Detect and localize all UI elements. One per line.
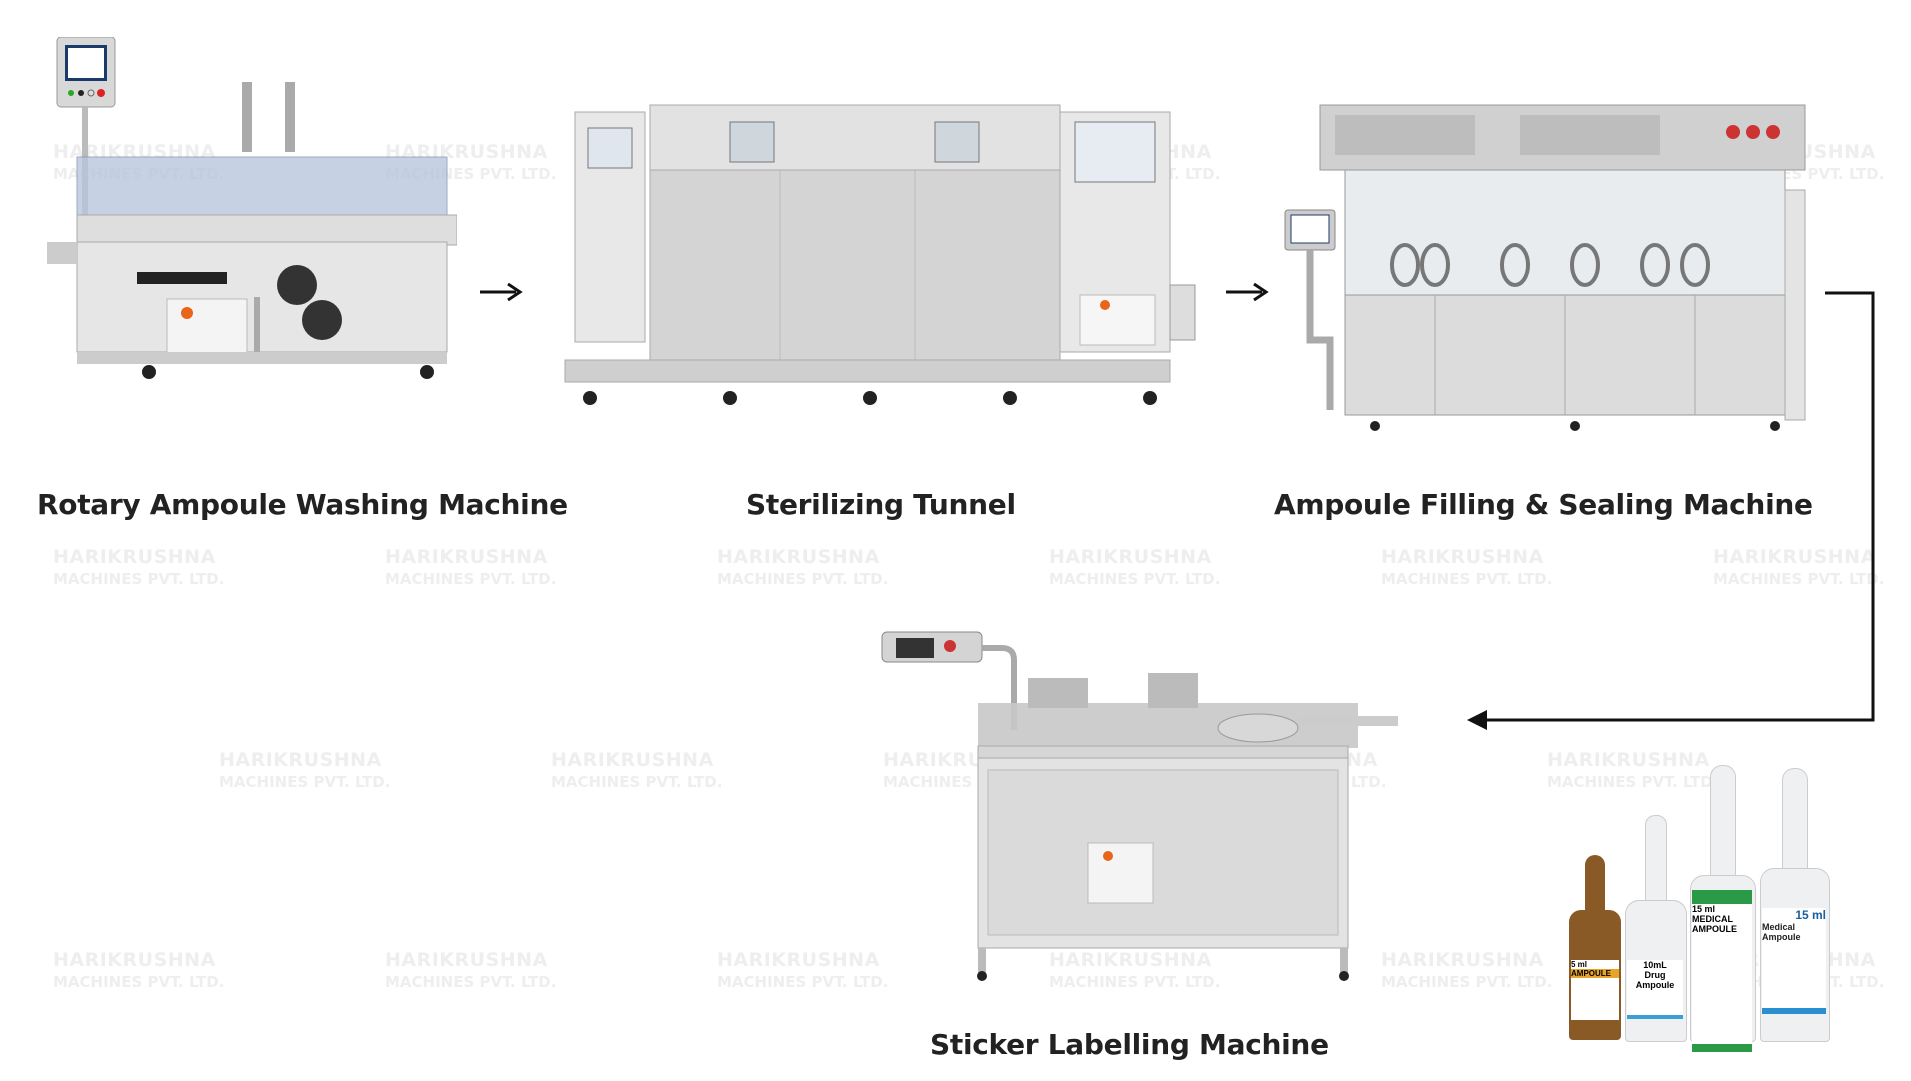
sticker-labelling-machine-image	[881, 631, 1398, 981]
watermark-line2: MACHINES PVT. LTD.	[53, 569, 225, 588]
watermark-line1: HARIKRUSHNA	[717, 949, 880, 971]
watermark-line2: MACHINES PVT. LTD.	[551, 772, 723, 791]
ampoule-volume: 15 ml	[1692, 904, 1716, 914]
watermark-line1: HARIKRUSHNA	[385, 546, 548, 568]
flow-connector-arrow	[1467, 291, 1875, 730]
watermark-line2: MACHINES PVT. LTD.	[717, 972, 889, 991]
ampoule-5ml: 5 ml AMPOULE	[1569, 855, 1621, 1040]
sterilizing-tunnel-image	[564, 104, 1196, 405]
ampoule-name: Drug Ampoule	[1635, 970, 1675, 990]
ampoule-name: Medical Ampoule	[1762, 922, 1801, 942]
watermark-line2: MACHINES PVT. LTD.	[717, 569, 889, 588]
ampoule-15ml-green: 15 ml MEDICAL AMPOULE	[1690, 765, 1756, 1052]
watermark-line1: HARIKRUSHNA	[53, 546, 216, 568]
ampoule-volume: 5 ml	[1571, 960, 1588, 969]
flow-arrow-1	[480, 282, 523, 302]
step-label-washing: Rotary Ampoule Washing Machine	[37, 488, 568, 521]
ampoule-10ml: 10mL Drug Ampoule	[1625, 815, 1687, 1042]
ampoules-group: 5 ml AMPOULE 10mL Drug Ampoule 15 ml MED…	[1565, 765, 1845, 1052]
watermark-line2: MACHINES PVT. LTD.	[219, 772, 391, 791]
ampoule-name: AMPOULE	[1571, 969, 1619, 978]
ampoule-volume: 10mL	[1643, 960, 1667, 970]
watermark-line1: HARIKRUSHNA	[53, 949, 216, 971]
watermark-line2: MACHINES PVT. LTD.	[385, 569, 557, 588]
step-label-labelling: Sticker Labelling Machine	[930, 1028, 1329, 1061]
watermark-line2: MACHINES PVT. LTD.	[1049, 569, 1221, 588]
watermark-line1: HARIKRUSHNA	[1049, 546, 1212, 568]
step-label-sterilizing: Sterilizing Tunnel	[746, 488, 1016, 521]
ampoule-name: MEDICAL AMPOULE	[1692, 914, 1737, 934]
watermark-line2: MACHINES PVT. LTD.	[53, 972, 225, 991]
flow-arrow-2	[1226, 282, 1269, 302]
ampoule-volume: 15 ml	[1795, 908, 1826, 922]
watermark-line1: HARIKRUSHNA	[717, 546, 880, 568]
ampoule-filling-sealing-machine-image	[1284, 104, 1806, 431]
ampoule-15ml-blue: 15 ml Medical Ampoule	[1760, 768, 1830, 1042]
watermark-line1: HARIKRUSHNA	[551, 749, 714, 771]
watermark-line1: HARIKRUSHNA	[219, 749, 382, 771]
watermark-line1: HARIKRUSHNA	[385, 949, 548, 971]
rotary-ampoule-washing-machine-image	[47, 37, 457, 379]
watermark-line2: MACHINES PVT. LTD.	[385, 972, 557, 991]
step-label-filling: Ampoule Filling & Sealing Machine	[1274, 488, 1813, 521]
